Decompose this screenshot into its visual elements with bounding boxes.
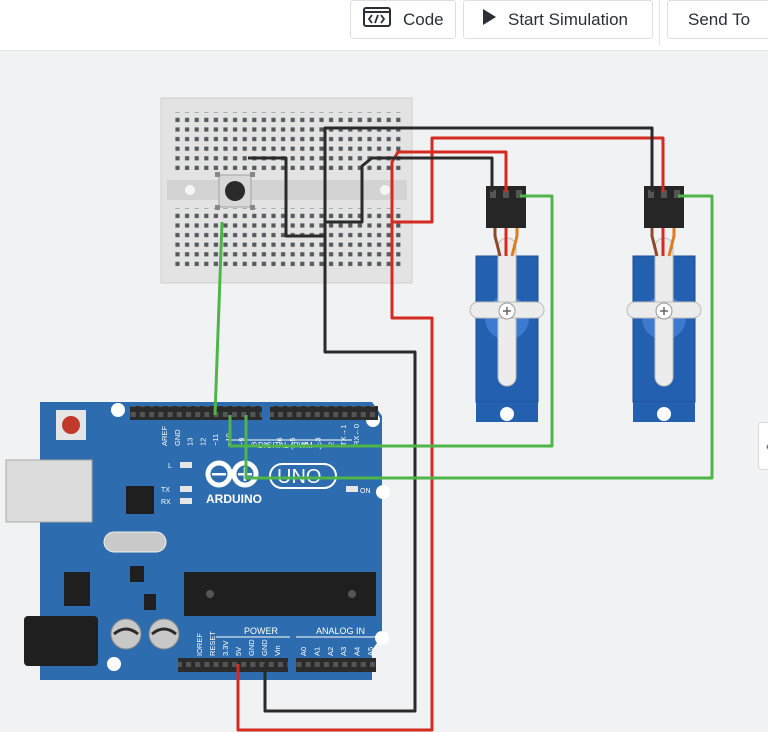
pin-label: GND [173,429,182,446]
pin-label: A2 [326,647,335,656]
start-simulation-button[interactable]: Start Simulation [463,0,653,39]
pin-label: A1 [312,647,321,656]
pin-label: GND [247,639,256,656]
pin-label: IOREF [195,633,204,656]
pin-label: ~5 [288,437,297,446]
pin-label: A4 [353,647,362,656]
side-panel-toggle[interactable]: ❮ [758,422,768,470]
start-simulation-label: Start Simulation [508,9,628,29]
on-label: ON [360,488,371,495]
power-pin-labels: IOREF RESET 3.3V 5V GND GND Vin [195,631,282,656]
l-label: L [168,463,172,470]
wire-red[interactable] [236,306,434,732]
pin-label: RESET [208,631,217,656]
send-to-label: Send To [688,9,751,29]
play-icon [482,9,496,30]
pin-label: ~11 [211,434,220,446]
pin-label: Vin [273,645,282,656]
pin-label: RX←0 [352,424,361,446]
servo-motor-1[interactable] [469,186,545,422]
pin-label: AREF [160,426,169,446]
reset-button[interactable] [62,416,80,434]
pin-label: 4 [301,442,310,446]
pin-label: ~6 [275,437,284,446]
code-editor-icon [363,7,391,32]
servo-motor-2[interactable] [626,186,702,422]
pin-label: 12 [198,438,207,446]
pin-label: 5V [234,647,243,656]
pin-label: GND [260,639,269,656]
toolbar: Code Start Simulation Send To [0,0,768,51]
wire-green[interactable] [213,221,224,416]
analog-pin-labels: A0 A1 A2 A3 A4 A5 [299,647,375,656]
pin-label: A3 [339,647,348,656]
usb-connector [5,459,93,523]
crystal [103,531,167,553]
pin-label: 13 [186,438,195,446]
voltage-regulator [64,572,90,606]
power-jack [24,616,98,666]
rx-label: RX [161,499,171,506]
wire-red[interactable] [390,150,508,306]
pin-label: ~3 [314,437,323,446]
chevron-left-icon: ❮ [764,436,768,456]
wire-black[interactable] [325,156,494,224]
code-button-label: Code [403,9,444,29]
wire-red[interactable] [392,136,665,224]
toolbar-divider [659,0,660,46]
power-label: POWER [244,626,279,636]
wire-black[interactable] [323,126,654,268]
pin-label: 8 [250,442,259,446]
wire-black[interactable] [263,268,417,713]
code-button[interactable]: Code [350,0,456,39]
send-to-button[interactable]: Send To [667,0,768,39]
pushbutton[interactable] [215,172,255,210]
circuit-canvas[interactable]: UNO ARDUINO ON L TX RX DIGITAL (PWM ~) P… [0,50,768,732]
usb-chip [126,486,154,514]
pin-label: 3.3V [221,641,230,656]
wire-green[interactable] [228,194,554,448]
pin-label: TX→1 [339,425,348,446]
pin-label: A0 [299,647,308,656]
pin-label: 7 [262,442,271,446]
wire-black[interactable] [248,156,325,238]
pin-label: ~9 [237,437,246,446]
atmega-chip [184,572,376,616]
capacitor [110,618,142,650]
tx-label: TX [161,487,170,494]
arduino-brand: ARDUINO [206,492,262,506]
pin-label: A5 [366,647,375,656]
wire-green[interactable] [244,194,714,480]
analog-in-label: ANALOG IN [316,626,365,636]
capacitor [148,618,180,650]
pin-label: 2 [326,442,335,446]
arduino-uno-board[interactable]: UNO ARDUINO ON L TX RX DIGITAL (PWM ~) P… [5,402,390,680]
